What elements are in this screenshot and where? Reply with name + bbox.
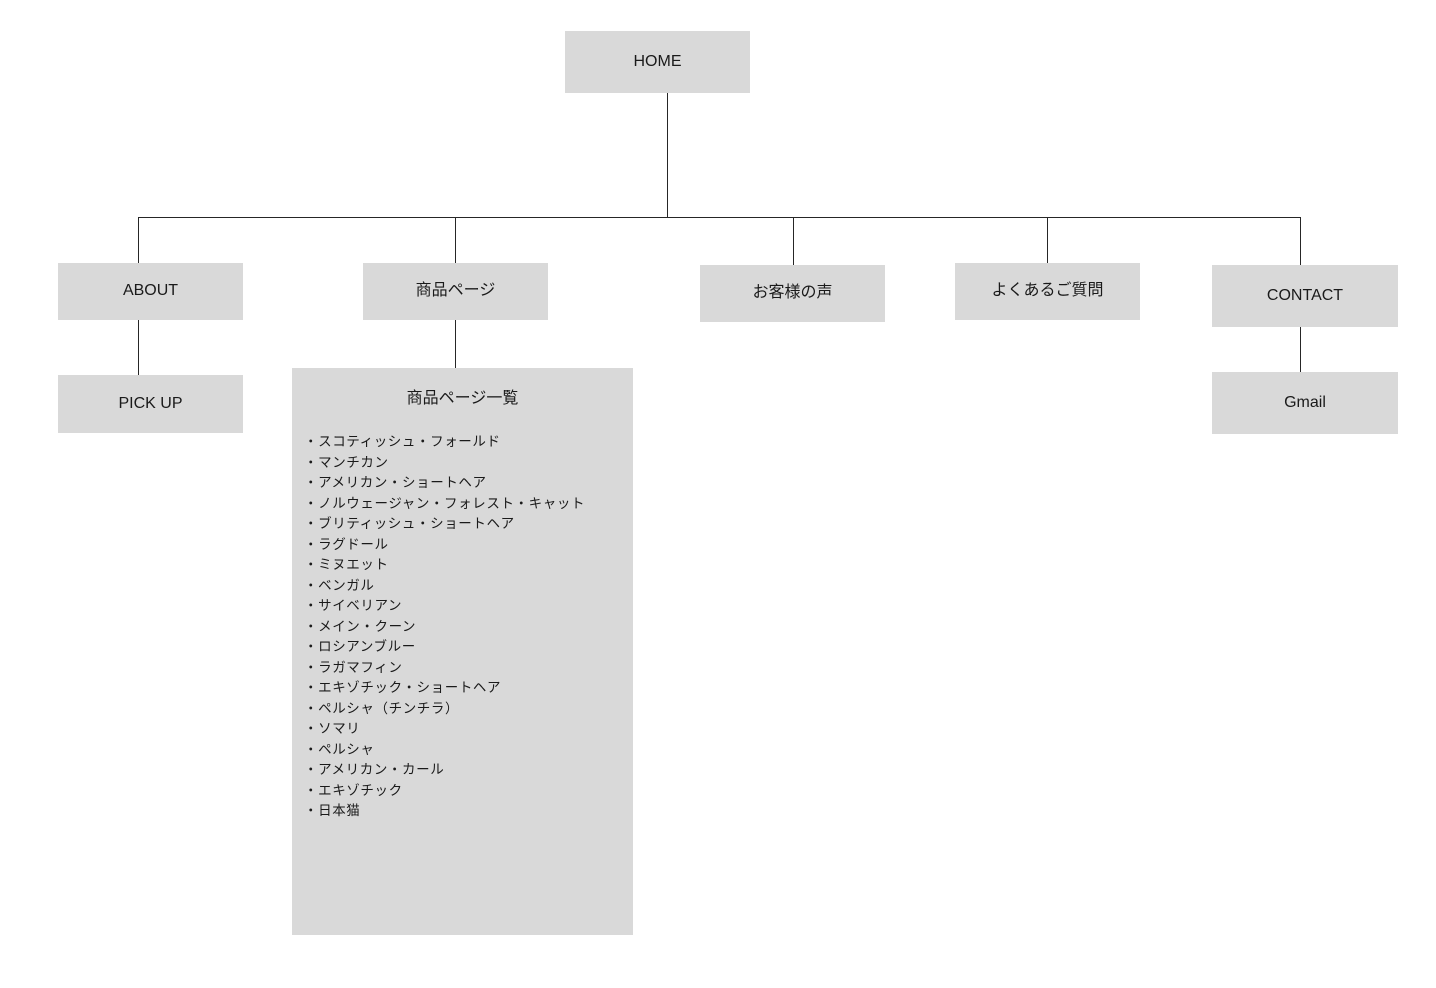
node-home[interactable]: HOME bbox=[565, 31, 750, 93]
product-list-item: ・ラガマフィン bbox=[304, 659, 403, 675]
node-products-page-label: 商品ページ bbox=[415, 282, 496, 300]
connector-trunk bbox=[138, 217, 1301, 219]
product-list-item: ・ペルシャ bbox=[304, 741, 375, 757]
node-gmail[interactable]: Gmail bbox=[1212, 372, 1398, 434]
connector-about-pickup bbox=[138, 320, 140, 375]
node-contact[interactable]: CONTACT bbox=[1212, 265, 1398, 327]
product-list-item: ・ノルウェージャン・フォレスト・キャット bbox=[304, 495, 586, 511]
product-list-item: ・ペルシャ（チンチラ） bbox=[304, 700, 460, 716]
connector-drop-voice bbox=[793, 217, 795, 265]
product-list-item: ・ブリティッシュ・ショートヘア bbox=[304, 516, 515, 532]
node-about-label: ABOUT bbox=[122, 282, 179, 300]
node-gmail-label: Gmail bbox=[1284, 393, 1326, 411]
node-home-label: HOME bbox=[633, 52, 682, 70]
connector-drop-faq bbox=[1047, 217, 1049, 263]
product-list-item: ・メイン・クーン bbox=[304, 618, 417, 634]
product-list: ・スコティッシュ・フォールド・マンチカン・アメリカン・ショートヘア・ノルウェージ… bbox=[292, 408, 633, 822]
node-pick-up[interactable]: PICK UP bbox=[58, 375, 243, 433]
product-list-panel: 商品ページ一覧 ・スコティッシュ・フォールド・マンチカン・アメリカン・ショートヘ… bbox=[292, 368, 633, 935]
product-list-item: ・ミヌエット bbox=[304, 557, 389, 573]
product-list-item: ・アメリカン・ショートヘア bbox=[304, 475, 487, 491]
product-list-item: ・ベンガル bbox=[304, 577, 375, 593]
node-faq-label: よくあるご質問 bbox=[991, 282, 1104, 300]
product-list-item: ・エキゾチック bbox=[304, 782, 403, 798]
product-list-item: ・ロシアンブルー bbox=[304, 639, 416, 655]
node-customer-voice[interactable]: お客様の声 bbox=[700, 265, 885, 322]
product-list-item: ・ソマリ bbox=[304, 721, 361, 737]
node-about[interactable]: ABOUT bbox=[58, 263, 243, 320]
node-faq[interactable]: よくあるご質問 bbox=[955, 263, 1140, 320]
product-list-item: ・日本猫 bbox=[304, 803, 361, 819]
product-list-item: ・ラグドール bbox=[304, 536, 389, 552]
product-list-item: ・マンチカン bbox=[304, 454, 389, 470]
connector-drop-contact bbox=[1300, 217, 1302, 265]
node-contact-label: CONTACT bbox=[1266, 286, 1344, 304]
connector-contact-gmail bbox=[1300, 327, 1302, 372]
node-pick-up-label: PICK UP bbox=[118, 394, 183, 412]
connector-products-list bbox=[455, 320, 457, 368]
product-list-item: ・スコティッシュ・フォールド bbox=[304, 434, 501, 449]
product-list-item: ・サイベリアン bbox=[304, 598, 403, 614]
product-list-item: ・アメリカン・カール bbox=[304, 762, 445, 778]
connector-home-stem bbox=[667, 93, 669, 217]
node-products-page[interactable]: 商品ページ bbox=[363, 263, 548, 320]
product-list-item: ・エキゾチック・ショートヘア bbox=[304, 680, 502, 696]
connector-drop-about bbox=[138, 217, 140, 263]
product-list-title: 商品ページ一覧 bbox=[406, 390, 519, 407]
node-customer-voice-label: お客様の声 bbox=[752, 284, 833, 302]
connector-drop-products bbox=[455, 217, 457, 263]
